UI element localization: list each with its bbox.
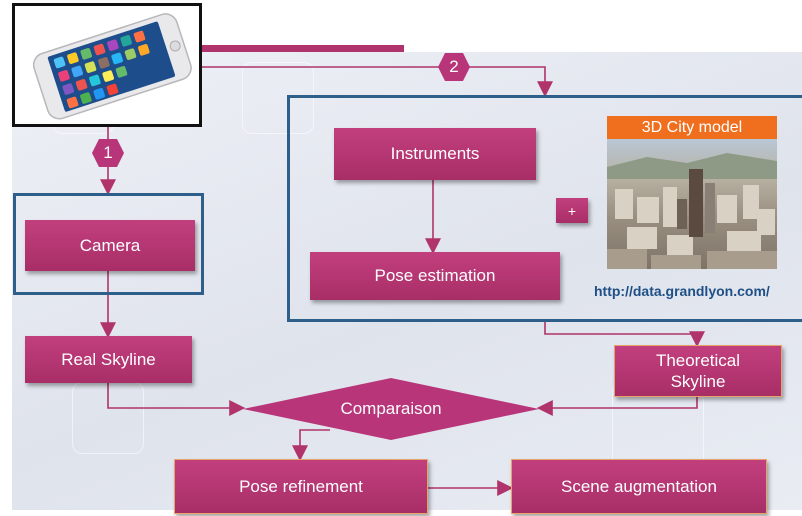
hexagon-badge-icon	[438, 53, 470, 81]
data-url-link[interactable]: http://data.grandlyon.com/	[594, 283, 770, 299]
step-1-label: 1	[103, 143, 113, 162]
model-frame	[287, 95, 802, 322]
theoretical-skyline-label-line2: Skyline	[670, 372, 726, 391]
city-model-title: 3D City model	[607, 116, 777, 139]
bg-decor-square	[242, 62, 314, 134]
camera-label: Camera	[79, 235, 141, 255]
theoretical-skyline-box: Theoretical Skyline	[614, 345, 782, 397]
instruments-box: Instruments	[334, 128, 536, 180]
scene-augmentation-label: Scene augmentation	[561, 476, 717, 496]
city-icon	[607, 153, 777, 269]
theoretical-skyline-label-line1: Theoretical	[655, 351, 741, 370]
arrow-theoretical-to-comparaison	[536, 397, 698, 416]
camera-frame	[13, 193, 204, 295]
step-2-label: 2	[449, 57, 459, 76]
real-skyline-label: Real Skyline	[61, 349, 156, 369]
phone-image-frame	[12, 3, 202, 127]
plus-box: +	[556, 198, 588, 223]
arrow-phone-to-model	[200, 66, 553, 98]
scene-augmentation-box: Scene augmentation	[511, 459, 767, 514]
arrow-model-to-theoretical	[544, 322, 705, 348]
pose-refinement-box: Pose refinement	[174, 459, 428, 514]
pose-estimation-label: Pose estimation	[374, 266, 496, 285]
pose-refinement-label: Pose refinement	[239, 476, 363, 496]
instruments-label: Instruments	[390, 144, 480, 163]
step-2-badge: 2	[437, 52, 471, 82]
step-1-badge: 1	[91, 138, 125, 168]
city-3d-model-image	[607, 139, 777, 269]
arrow-comparaison-to-refinement	[292, 429, 330, 462]
camera-box: Camera	[25, 220, 195, 271]
arrow-real-to-comparaison	[107, 383, 246, 416]
plus-label: +	[567, 202, 577, 219]
real-skyline-box: Real Skyline	[25, 336, 192, 383]
title-accent-bar	[12, 45, 404, 52]
hexagon-badge-icon	[92, 139, 124, 167]
comparaison-label: Comparaison	[340, 399, 442, 418]
pose-estimation-box: Pose estimation	[310, 252, 560, 300]
comparaison-diamond	[243, 378, 539, 440]
smartphone-icon	[32, 13, 192, 120]
city-model-label: 3D City model	[641, 118, 743, 136]
